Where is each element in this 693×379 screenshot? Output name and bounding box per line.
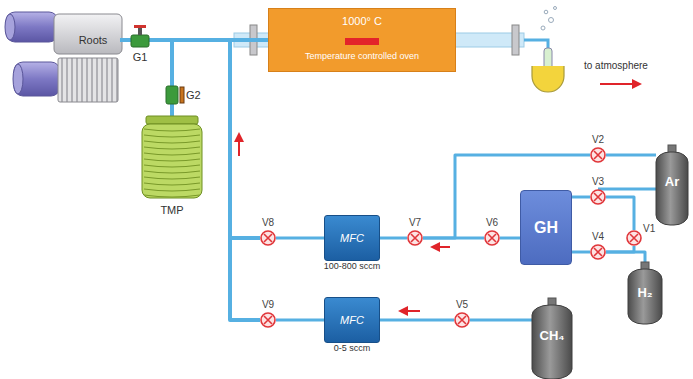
- valve-label: V5: [456, 299, 468, 310]
- oven-note: Temperature controlled oven: [305, 52, 419, 62]
- gas-cylinder-label: Ar: [665, 175, 679, 189]
- valve: V3: [590, 189, 606, 205]
- flow-arrow: [432, 246, 450, 248]
- gas-pipe: [120, 38, 131, 42]
- mass-flow-controller: MFC0-5 sccm: [324, 297, 380, 343]
- gas-cylinder: CH₄: [532, 298, 572, 379]
- gas-pipe: [172, 40, 268, 86]
- valve-label: V9: [262, 299, 274, 310]
- gas-pipe: [276, 319, 324, 322]
- valve: V9: [260, 312, 276, 328]
- gas-pipe: [230, 40, 268, 320]
- valve-label: V2: [592, 134, 604, 145]
- gas-cylinder-label: H₂: [637, 286, 652, 300]
- mass-flow-controller-label: MFC: [340, 314, 364, 326]
- flow-arrow: [600, 83, 640, 85]
- turbo-pump-shape: [142, 116, 202, 216]
- bubbles: [541, 7, 557, 31]
- valve-shape: [626, 230, 642, 246]
- valve: V8: [260, 230, 276, 246]
- valve-label: V7: [409, 217, 421, 228]
- gas-pipe: [606, 154, 656, 157]
- turbo-pump: TMP: [142, 116, 202, 216]
- gas-pipe: [572, 251, 590, 254]
- gas-handler: GH: [520, 190, 572, 265]
- gas-pipe: [230, 40, 268, 238]
- oven-label: 1000° C: [342, 15, 382, 27]
- gas-pipe: [606, 197, 634, 230]
- gas-pipe: [500, 237, 520, 240]
- flow-arrow: [400, 310, 420, 312]
- oven: 1000° C Temperature controlled oven: [268, 8, 456, 72]
- gas-pipe: [572, 196, 590, 199]
- valve-shape: [590, 244, 606, 260]
- gas-pipe: [606, 246, 634, 252]
- valve-label: V1: [643, 223, 655, 234]
- valve-label: V4: [592, 231, 604, 242]
- valve-shape: [484, 230, 500, 246]
- gas-cylinder: Ar: [656, 145, 688, 225]
- mass-flow-controller-label: MFC: [340, 232, 364, 244]
- gate-valve-label: G1: [133, 51, 148, 63]
- roots-pump: Roots: [66, 22, 120, 58]
- valve-shape: [260, 312, 276, 328]
- valve: V6: [484, 230, 500, 246]
- mass-flow-controller-note: 0-5 sccm: [334, 344, 371, 354]
- mass-flow-controller: MFC100-800 sccm: [324, 215, 380, 261]
- gate-valve: G1: [131, 31, 149, 49]
- gas-cylinder: H₂: [628, 262, 662, 324]
- gate-valve-shape: [131, 31, 149, 49]
- gas-pipe: [470, 319, 532, 322]
- gas-cylinder-label: CH₄: [540, 329, 565, 343]
- valve-shape: [407, 230, 423, 246]
- valve: V1: [626, 230, 642, 246]
- valve: V4: [590, 244, 606, 260]
- turbo-pump-label: TMP: [160, 204, 183, 216]
- gas-pipe: [380, 319, 454, 322]
- gas-pipe: [276, 237, 324, 240]
- valve-shape: [590, 189, 606, 205]
- valve: V7: [407, 230, 423, 246]
- valve-label: V8: [262, 217, 274, 228]
- valve-label: V6: [486, 217, 498, 228]
- valve-shape: [590, 147, 606, 163]
- gas-pipe: [598, 188, 656, 191]
- valve-label: V3: [592, 176, 604, 187]
- mass-flow-controller-note: 100-800 sccm: [324, 262, 381, 272]
- bubbler-beaker: [532, 66, 564, 92]
- valve: V5: [454, 312, 470, 328]
- heater: [345, 38, 379, 45]
- gas-pipe: [149, 40, 172, 86]
- gate-valve-shape: [163, 86, 181, 104]
- gate-valve: G2: [163, 86, 181, 104]
- gas-pipe: [170, 104, 174, 116]
- flow-arrow: [238, 134, 240, 156]
- roots-pump-label: Roots: [79, 34, 108, 46]
- roots-pump-illustration: [5, 12, 122, 102]
- valve: V2: [590, 147, 606, 163]
- gate-valve-label: G2: [186, 89, 201, 101]
- outlet-note: to atmosphere: [584, 60, 648, 71]
- gas-pipe: [380, 237, 407, 240]
- gas-handler-label: GH: [534, 219, 558, 237]
- valve-shape: [454, 312, 470, 328]
- valve-shape: [260, 230, 276, 246]
- flange: [512, 25, 519, 55]
